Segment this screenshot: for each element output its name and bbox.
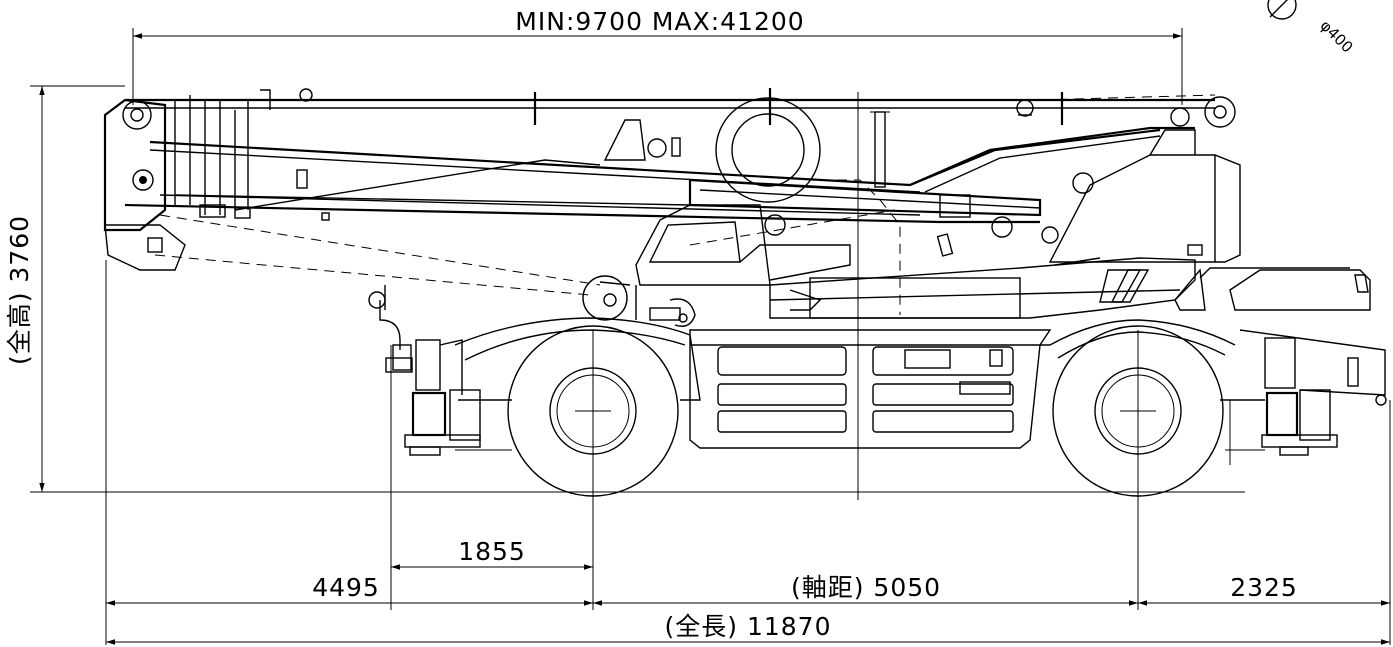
overall-height-label: (全高) 3760 — [5, 215, 34, 365]
front-wheel — [507, 325, 679, 497]
dimension-lines — [30, 28, 1391, 645]
front-overhang-label: 4495 — [312, 573, 380, 602]
dimension-labels: MIN:9700 MAX:41200 φ400 (全高) 3760 1855 4… — [5, 7, 1357, 641]
front-outrigger — [368, 285, 481, 456]
overall-length-label: (全長) 11870 — [665, 612, 832, 641]
boom-head — [103, 88, 1236, 271]
rear-overhang-label: 2325 — [1230, 573, 1298, 602]
boom-reach-label: MIN:9700 MAX:41200 — [515, 7, 804, 36]
rear-wheel — [1052, 325, 1224, 497]
front-overhang-outrigger-label: 1855 — [458, 537, 526, 566]
superstructure — [599, 111, 1241, 320]
telescopic-boom — [124, 88, 1216, 315]
wheelbase-label: (軸距) 5050 — [791, 573, 941, 602]
carrier-chassis — [454, 317, 1265, 451]
sheave-diameter-label: φ400 — [1317, 16, 1357, 56]
rear-outrigger — [1174, 267, 1387, 465]
sheave-symbol — [1267, 0, 1297, 20]
center-lines — [592, 92, 1139, 500]
cab-area-fittings — [582, 275, 822, 327]
